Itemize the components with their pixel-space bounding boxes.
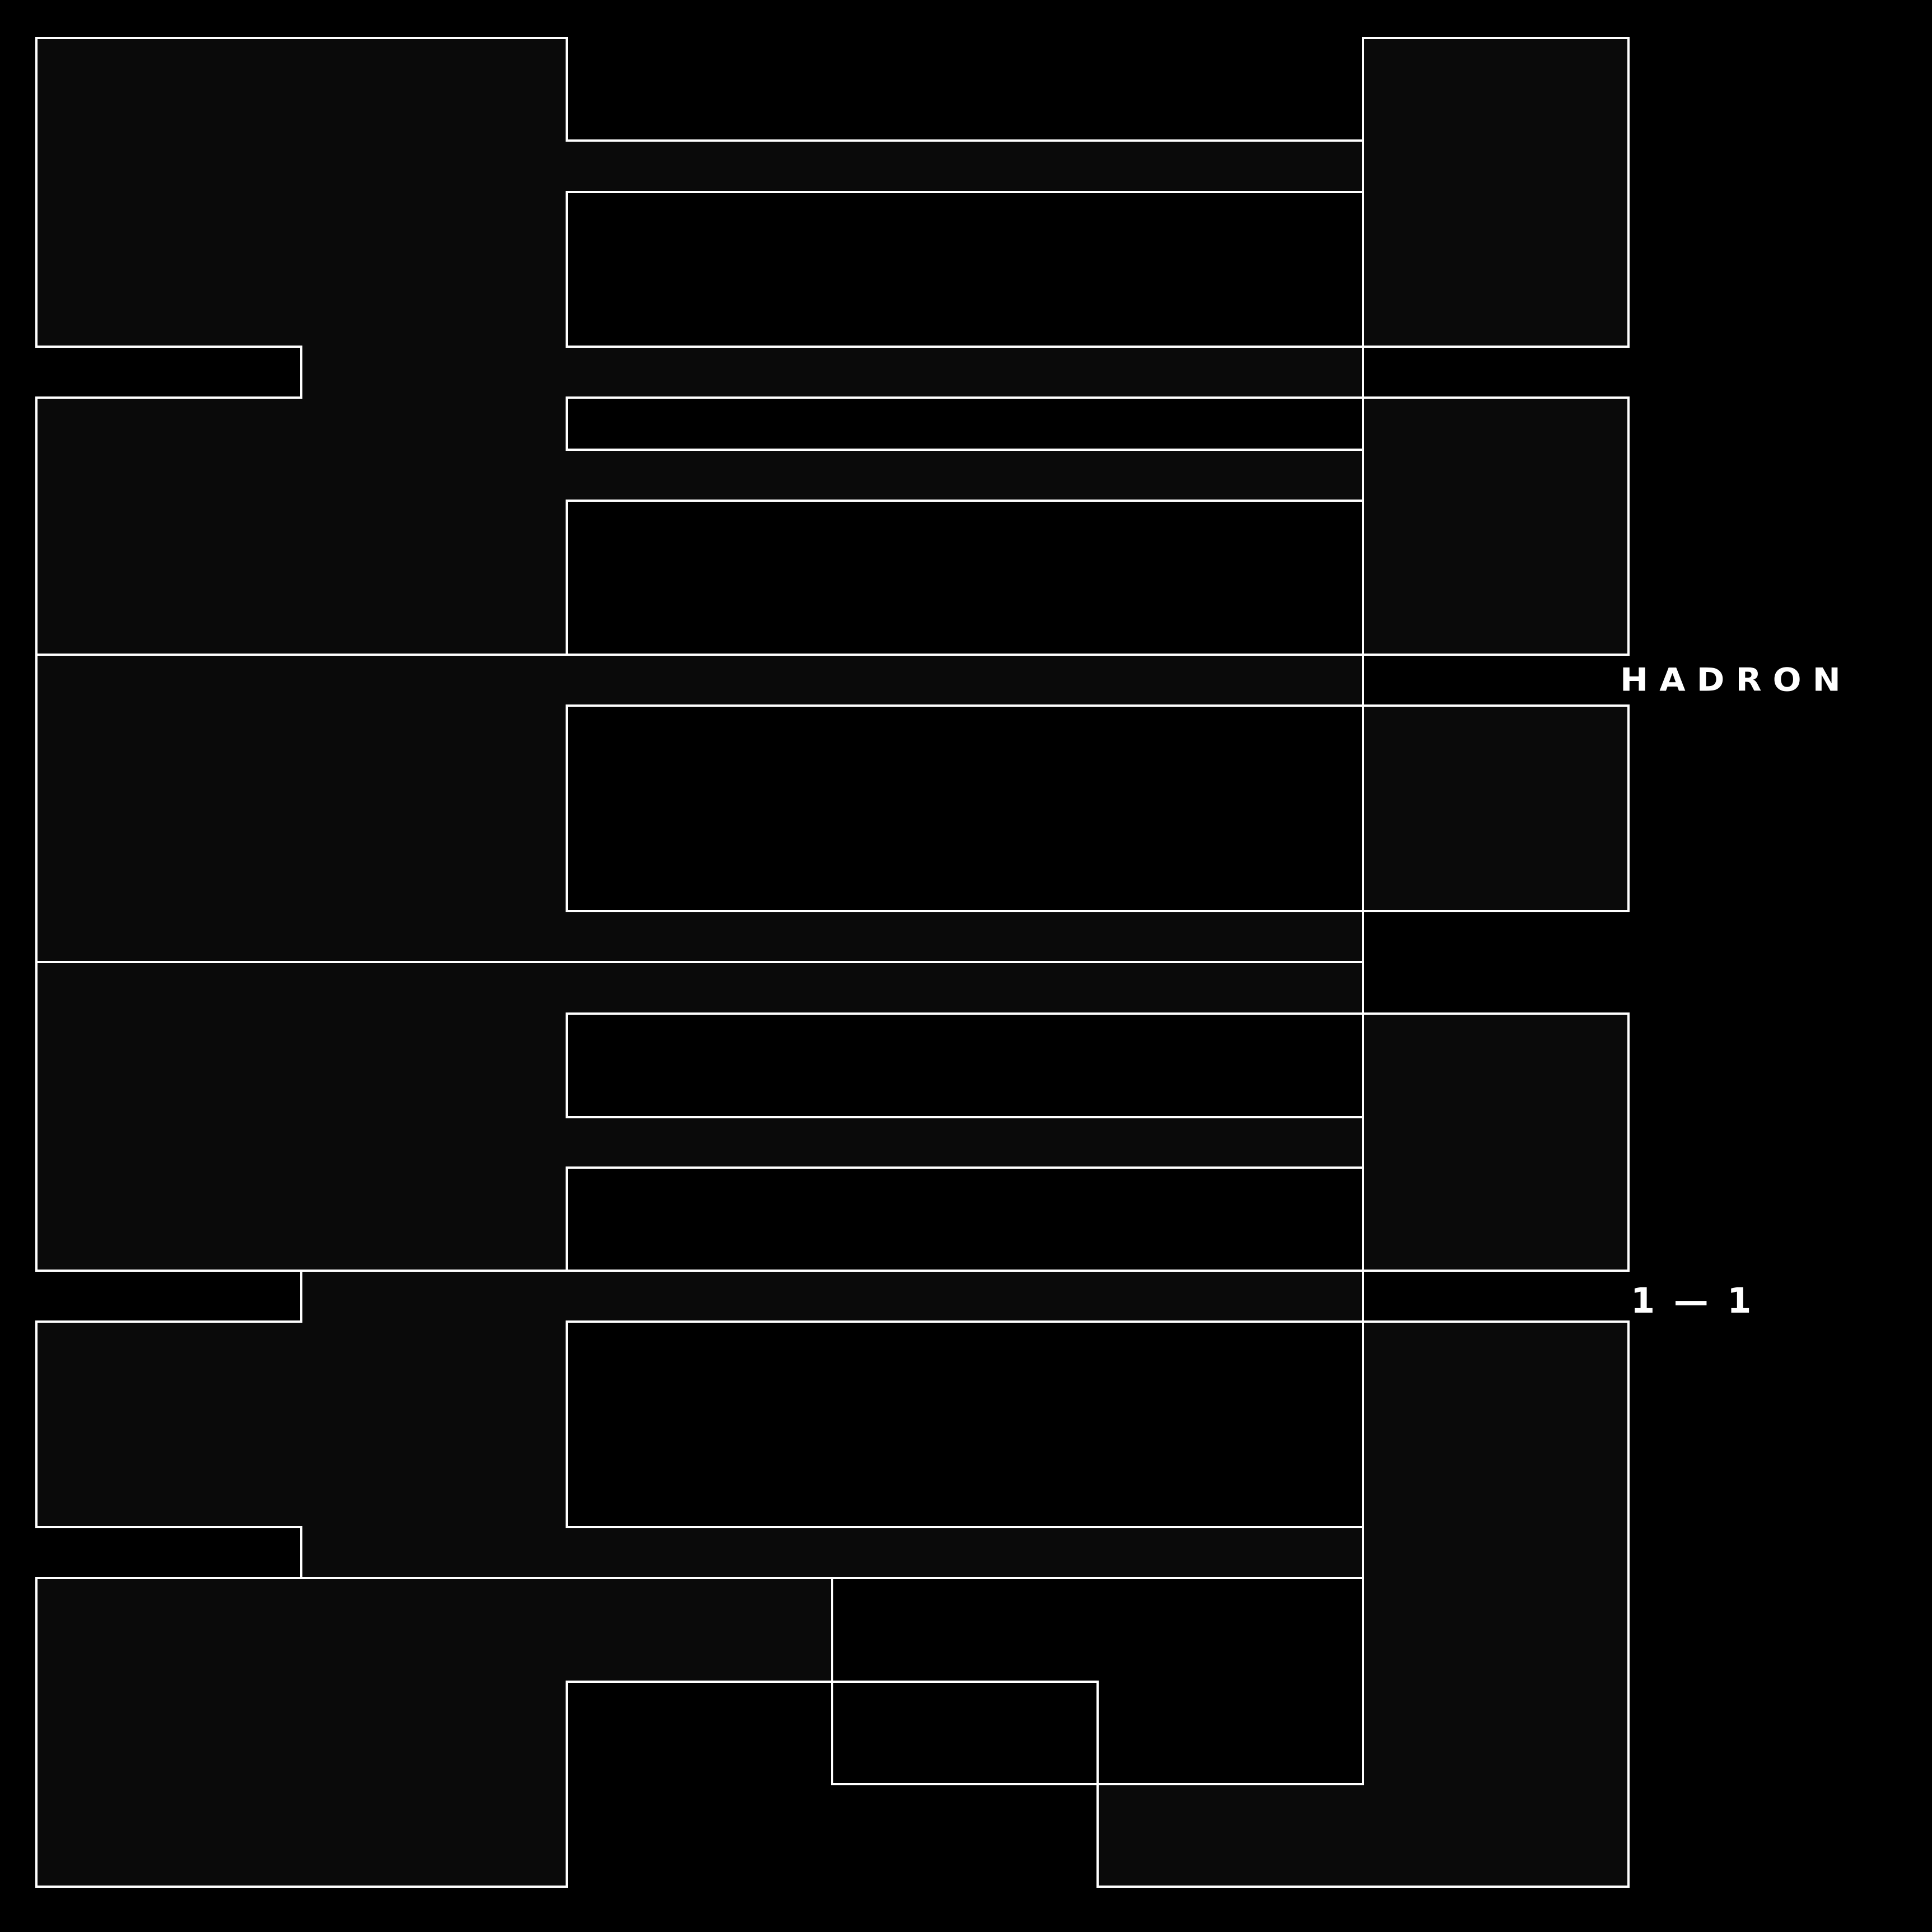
level-indicator: 1 — 1 [1631,1280,1755,1321]
maze-holes [36,141,1365,1786]
void-block [565,499,1365,656]
void-block [565,1012,1365,1119]
void-block [565,1166,1365,1272]
void-block [565,396,1365,451]
game-title: HADRON [1620,661,1852,699]
void-block [565,704,1365,913]
void-block [565,1320,1365,1529]
void-block [830,1680,1099,1786]
void-block [565,190,1365,348]
